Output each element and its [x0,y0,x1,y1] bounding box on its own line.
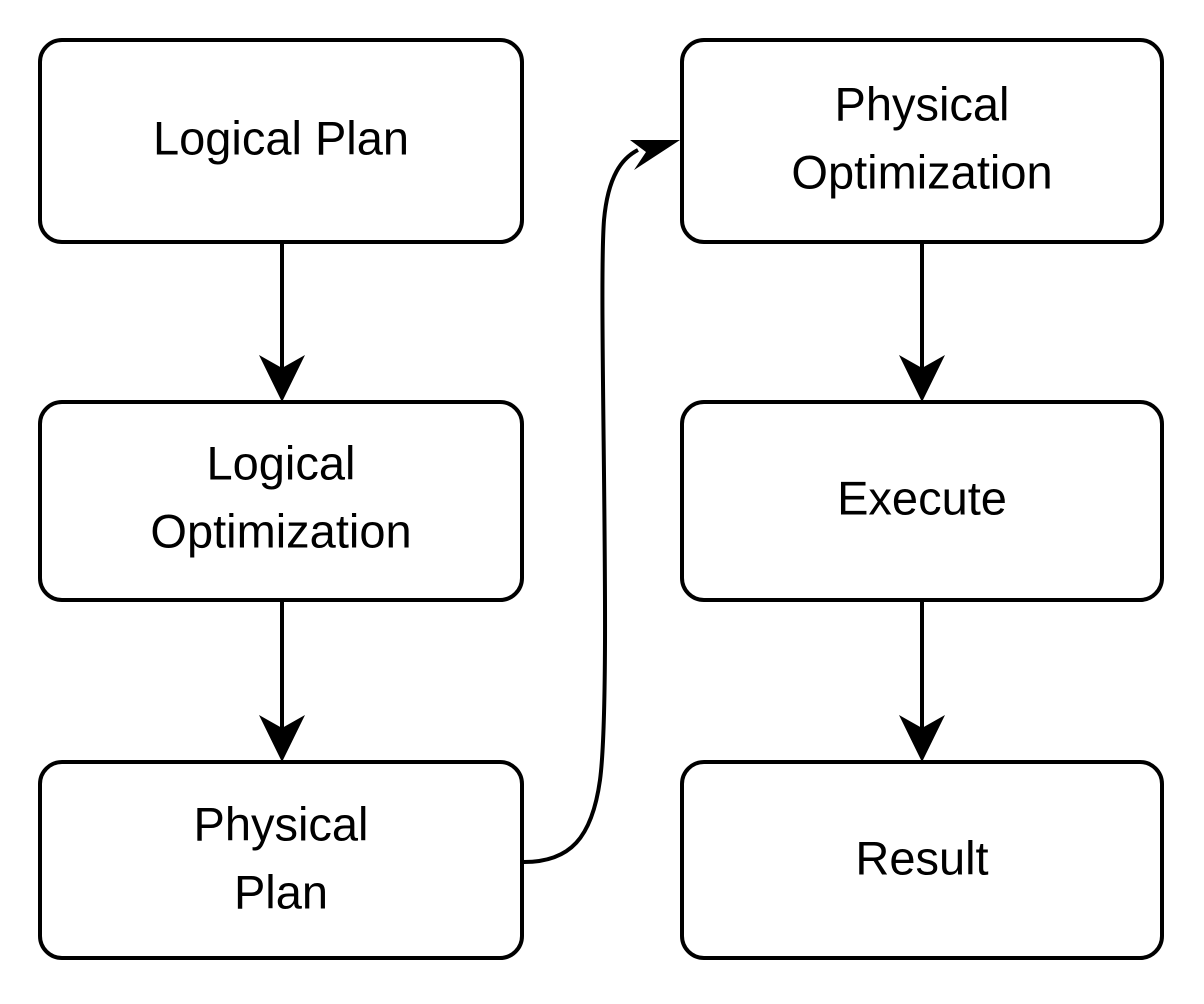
node-label-physical-optimization-line2: Optimization [791,145,1052,198]
node-logical-plan[interactable]: Logical Plan [38,38,524,244]
edge-logical-plan-to-logical-optimization [259,242,305,402]
edge-physical-optimization-to-execute [899,242,945,402]
edge-logical-optimization-to-physical-plan [259,600,305,762]
node-execute[interactable]: Execute [680,400,1164,602]
node-shape[interactable] [680,38,1164,244]
node-label-logical-optimization-line1: Logical [207,436,356,489]
node-shape[interactable] [680,760,1164,960]
node-result[interactable]: Result [680,760,1164,960]
node-physical-plan[interactable]: Physical Plan [38,760,524,960]
node-label-physical-optimization-line1: Physical [834,77,1009,130]
node-label-result: Result [855,831,988,884]
arrowhead-icon [259,715,305,762]
node-shape[interactable] [38,760,524,960]
arrowhead-icon [899,355,945,402]
arrowhead-icon [899,715,945,762]
edge-curve-segment [523,148,639,864]
edge-execute-to-result [899,600,945,762]
node-shape[interactable] [38,400,524,602]
node-logical-optimization[interactable]: Logical Optimization [38,400,524,602]
node-physical-optimization[interactable]: Physical Optimization [680,38,1164,244]
node-label-execute: Execute [837,471,1007,524]
node-label-physical-plan-line1: Physical [193,797,368,850]
arrowhead-icon [259,355,305,402]
node-label-physical-plan-line2: Plan [234,865,328,918]
node-shape[interactable] [680,400,1164,602]
node-label-logical-optimization-line2: Optimization [150,504,411,557]
node-shape[interactable] [38,38,524,244]
arrowhead-icon [630,140,680,170]
edge-physical-plan-to-physical-optimization [523,140,680,864]
node-label-logical-plan: Logical Plan [153,111,409,164]
